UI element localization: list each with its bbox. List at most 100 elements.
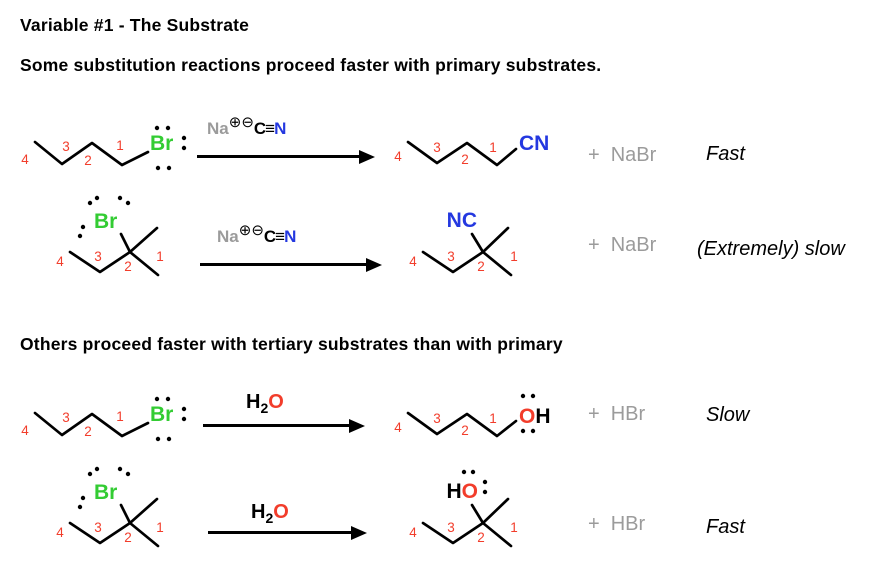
reaction-arrow-row3 [203, 418, 365, 433]
reagent-nacn-row2: Na⊕⊖C≡N [217, 222, 296, 247]
bromine-atom-label: Br [150, 403, 173, 426]
carbon-label-2: 2 [477, 530, 485, 545]
bromine-atom-label: Br [150, 132, 173, 155]
structure-primary-bromide-row3: 4 3 2 1 Br [21, 396, 187, 442]
carbon-label-2: 2 [124, 259, 132, 274]
carbon-label-3: 3 [62, 410, 70, 425]
reagent-h2o-row4: H2O [251, 501, 289, 526]
carbon-label-1: 1 [116, 138, 124, 153]
methyl-bond-lower [481, 521, 513, 548]
byproduct-row1: + NaBr [588, 144, 656, 167]
triple-bond-icon: ≡ [265, 119, 276, 138]
carbon-label-1: 1 [156, 249, 164, 264]
carbon-label-1: 1 [116, 409, 124, 424]
bromine-atom-label: Br [94, 210, 117, 233]
byproduct-formula: HBr [610, 513, 646, 535]
bond-to-hydroxyl [470, 503, 485, 525]
bromine-atom-label: Br [94, 481, 117, 504]
lone-pairs [77, 466, 131, 510]
hydrogen-label: H [246, 391, 261, 413]
carbon-label-4: 4 [56, 254, 64, 269]
byproduct-formula: HBr [610, 403, 646, 425]
rate-label-row1: Fast [706, 143, 745, 165]
section2-heading: Others proceed faster with tertiary subs… [20, 334, 563, 354]
carbon-label-2: 2 [461, 152, 469, 167]
oxygen-label: O [519, 405, 535, 428]
plus-sign: + [588, 513, 600, 535]
rate-label-row3: Slow [706, 404, 750, 426]
carbon-chain [406, 411, 518, 438]
carbon-label-1: 1 [156, 520, 164, 535]
carbon-label-4: 4 [394, 420, 402, 435]
carbon-label-4: 4 [21, 152, 29, 167]
carbon-label-3: 3 [433, 411, 441, 426]
lone-pairs [77, 195, 131, 239]
carbon-chain [33, 140, 150, 167]
plus-sign: + [588, 234, 600, 256]
bond-to-bromine [119, 503, 132, 525]
reaction-arrow-row4 [208, 525, 367, 540]
structure-primary-alcohol-product-row3: 4 3 2 1 OH [394, 393, 551, 438]
structure-primary-bromide-row1: 4 3 2 1 Br [21, 125, 187, 171]
bond-to-bromine [119, 232, 132, 254]
carbon-chain [421, 521, 485, 545]
oxygen-label: O [273, 501, 289, 523]
minus-charge-icon: ⊖ [251, 222, 264, 239]
hydrogen-label: H [446, 480, 461, 503]
byproduct-row4: + HBr [588, 513, 645, 536]
methyl-bond-upper [128, 497, 159, 525]
plus-sign: + [588, 144, 600, 166]
nitrogen-label: N [274, 119, 287, 138]
methyl-bond-lower [128, 521, 160, 548]
methyl-bond-upper [128, 226, 159, 254]
triple-bond-icon: ≡ [275, 227, 286, 246]
hydrogen-label: H [251, 501, 266, 523]
byproduct-formula: NaBr [610, 234, 657, 256]
hydroxyl-group-label: HO [446, 480, 478, 503]
carbon-label-3: 3 [433, 140, 441, 155]
methyl-bond-lower [128, 250, 160, 277]
structure-tertiary-bromide-row2: Br 4 3 2 1 [56, 195, 164, 277]
byproduct-row3: + HBr [588, 403, 645, 426]
carbon-label-1: 1 [510, 520, 518, 535]
rate-label-row2: (Extremely) slow [697, 238, 845, 260]
isonitrile-group-label: NC [447, 209, 477, 232]
minus-charge-icon: ⊖ [241, 114, 254, 131]
carbon-label-2: 2 [84, 424, 92, 439]
carbon-label-3: 3 [94, 249, 102, 264]
carbon-label: C [263, 227, 277, 246]
plus-sign: + [588, 403, 600, 425]
structure-tertiary-bromide-row4: Br 4 3 2 1 [56, 466, 164, 548]
carbon-label-3: 3 [447, 520, 455, 535]
lone-pairs [520, 393, 536, 434]
structure-tertiary-nitrile-product-row2: NC 4 3 2 1 [409, 209, 518, 277]
reagent-h2o-row3: H2O [246, 391, 284, 416]
byproduct-row2: + NaBr [588, 234, 656, 257]
carbon-label-3: 3 [94, 520, 102, 535]
carbon-label-2: 2 [461, 423, 469, 438]
carbon-label-1: 1 [489, 140, 497, 155]
oxygen-label: O [268, 391, 284, 413]
carbon-chain [421, 250, 485, 274]
reaction-arrow-row2 [200, 257, 382, 272]
reaction-arrow-row1 [197, 149, 375, 164]
hydroxyl-group-label: OH [519, 405, 551, 428]
reagent-nacn-row1: Na⊕⊖C≡N [207, 114, 287, 139]
lone-pairs [154, 125, 187, 171]
carbon-label-3: 3 [62, 139, 70, 154]
lone-pairs [461, 469, 488, 495]
subscript-2: 2 [265, 510, 274, 526]
oxygen-label: O [462, 480, 478, 503]
carbon-label-4: 4 [56, 525, 64, 540]
carbon-label-2: 2 [477, 259, 485, 274]
lone-pairs [154, 396, 187, 442]
byproduct-formula: NaBr [610, 144, 657, 166]
structure-primary-nitrile-product-row1: 4 3 2 1 CN [394, 132, 549, 167]
plus-charge-icon: ⊕ [228, 114, 242, 131]
sodium-label: Na [207, 119, 229, 138]
rate-label-row4: Fast [706, 516, 745, 538]
section1-heading: Some substitution reactions proceed fast… [20, 55, 602, 75]
methyl-bond-upper [481, 497, 510, 525]
carbon-label-3: 3 [447, 249, 455, 264]
